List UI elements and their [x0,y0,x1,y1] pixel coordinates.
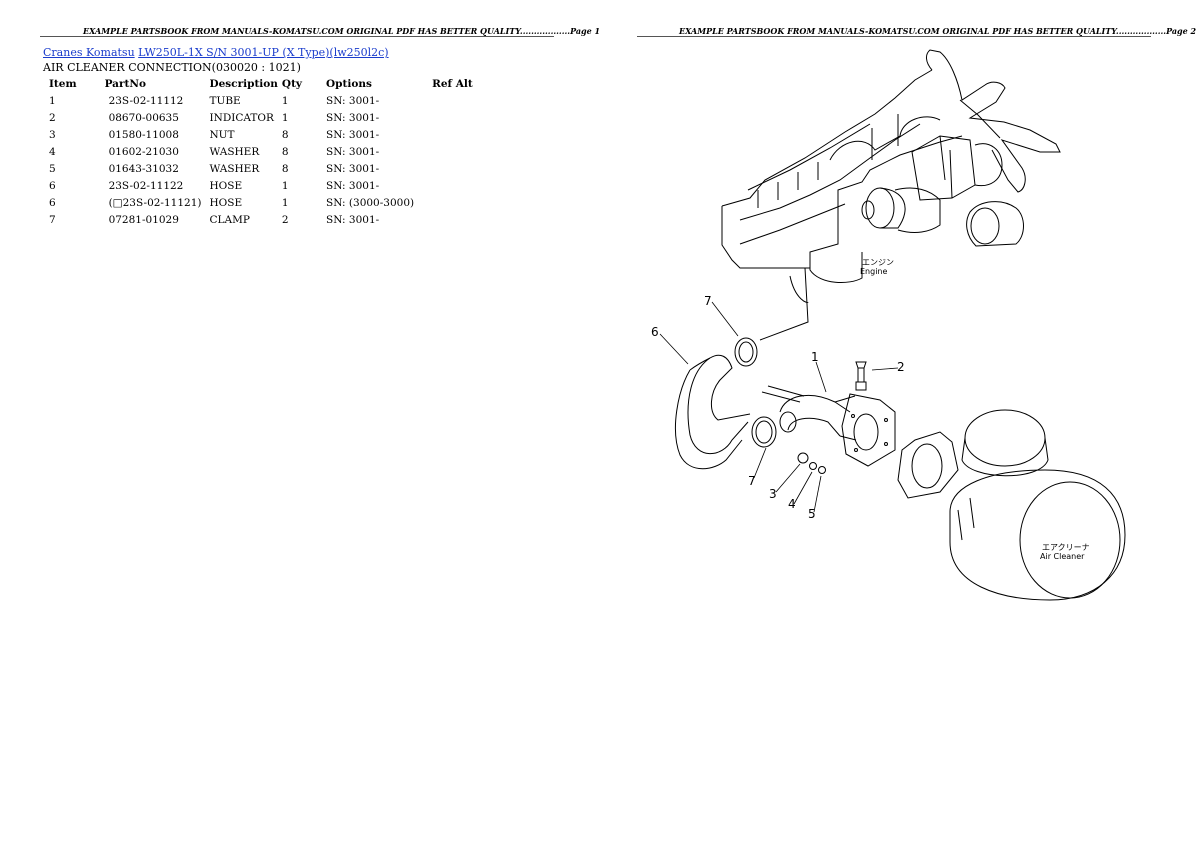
parts-diagram: エンジン Engine [651,49,1126,601]
clamp-upper [734,337,758,367]
cell-options: SN: 3001- [326,145,380,158]
callout-7-upper: 7 [704,294,712,308]
cell-options: SN: 3001- [326,213,380,226]
washer-spring-drawing [818,466,826,474]
cell-partno: 07281-01029 [108,213,179,226]
engine-label-jp: エンジン [862,258,894,267]
table-row: 6 (□23S-02-11121) HOSE 1 SN: (3000-3000) [45,194,477,211]
cell-qty: 8 [281,145,289,158]
cell-description: CLAMP [209,213,250,226]
table-row: 6 23S-02-11122 HOSE 1 SN: 3001- [45,177,477,194]
cell-item: 5 [49,162,56,175]
cell-qty: 1 [281,179,289,192]
cell-partno: (□23S-02-11121) [108,196,202,209]
callout-3: 3 [769,487,777,501]
breadcrumb-link-cranes-komatsu[interactable]: Cranes Komatsu [43,46,135,59]
tube-drawing [761,385,896,467]
col-header-ref-alt: Ref Alt [432,77,473,90]
hose-drawing [674,354,751,470]
cell-description: WASHER [209,162,260,175]
table-row: 4 01602-21030 WASHER 8 SN: 3001- [45,143,477,160]
air-cleaner-label-en: Air Cleaner [1040,552,1085,561]
cell-description: TUBE [209,94,241,107]
cell-ref-alt [418,143,477,160]
col-header-qty: Qty [281,77,303,90]
cell-partno: 01602-21030 [108,145,179,158]
callout-7-lower: 7 [748,474,756,488]
callout-5: 5 [808,507,816,521]
gasket-drawing [897,431,959,499]
engine-drawing [721,49,1061,341]
cell-options: SN: 3001- [326,128,380,141]
cell-options: SN: 3001- [326,162,380,175]
cell-item: 7 [49,213,56,226]
air-cleaner-drawing [949,409,1126,601]
cell-description: INDICATOR [209,111,274,124]
cell-qty: 2 [281,213,289,226]
cell-description: WASHER [209,145,260,158]
cell-partno: 01643-31032 [108,162,179,175]
cell-ref-alt [418,160,477,177]
cell-qty: 1 [281,196,289,209]
col-header-item: Item [49,77,77,90]
table-row: 3 01580-11008 NUT 8 SN: 3001- [45,126,477,143]
cell-description: HOSE [209,179,243,192]
clamp-lower [751,416,777,448]
breadcrumb: Cranes Komatsu LW250L-1X S/N 3001-UP (X … [43,46,389,59]
cell-item: 3 [49,128,56,141]
page-header-right: EXAMPLE PARTSBOOK FROM MANUALS-KOMATSU.C… [679,26,1196,36]
air-cleaner-label-jp: エアクリーナ [1042,543,1090,552]
table-row: 2 08670-00635 INDICATOR 1 SN: 3001- [45,109,477,126]
cell-partno: 08670-00635 [108,111,179,124]
cell-item: 6 [49,196,56,209]
cell-item: 6 [49,179,56,192]
col-header-options: Options [326,77,372,90]
cell-options: SN: 3001- [326,94,380,107]
breadcrumb-link-model[interactable]: LW250L-1X S/N 3001-UP (X Type)(lw250l2c) [138,46,389,59]
cell-ref-alt [418,109,477,126]
cell-partno: 23S-02-11122 [108,179,184,192]
table-row: 5 01643-31032 WASHER 8 SN: 3001- [45,160,477,177]
col-header-description: Description [209,77,278,90]
header-rule-right [637,36,1151,37]
cell-item: 1 [49,94,56,107]
cell-qty: 1 [281,111,289,124]
cell-item: 2 [49,111,56,124]
page-header-left: EXAMPLE PARTSBOOK FROM MANUALS-KOMATSU.C… [83,26,601,36]
callout-1: 1 [811,350,819,364]
indicator-drawing [855,361,867,391]
cell-description: HOSE [209,196,243,209]
table-header-row: Item PartNo Description Qty Options Ref … [45,76,477,92]
leader-lines [659,301,899,513]
cell-qty: 1 [281,94,289,107]
cell-ref-alt [418,211,477,228]
callout-6: 6 [651,325,659,339]
callout-4: 4 [788,497,796,511]
cell-partno: 01580-11008 [108,128,179,141]
callout-2: 2 [897,360,905,374]
header-rule-left [40,36,554,37]
cell-options: SN: (3000-3000) [326,196,415,209]
cell-item: 4 [49,145,56,158]
parts-table: Item PartNo Description Qty Options Ref … [45,76,477,228]
table-row: 1 23S-02-11112 TUBE 1 SN: 3001- [45,92,477,109]
cell-ref-alt [418,126,477,143]
table-row: 7 07281-01029 CLAMP 2 SN: 3001- [45,211,477,228]
cell-description: NUT [209,128,235,141]
section-title: AIR CLEANER CONNECTION(030020 : 1021) [43,61,301,74]
cell-ref-alt [418,177,477,194]
col-header-partno: PartNo [104,77,146,90]
cell-qty: 8 [281,128,289,141]
cell-ref-alt [418,194,477,211]
cell-options: SN: 3001- [326,111,380,124]
cell-ref-alt [418,92,477,109]
cell-partno: 23S-02-11112 [108,94,184,107]
cell-options: SN: 3001- [326,179,380,192]
nut-drawing [797,452,809,464]
washer-drawing [809,462,817,470]
engine-label-en: Engine [860,267,887,276]
cell-qty: 8 [281,162,289,175]
